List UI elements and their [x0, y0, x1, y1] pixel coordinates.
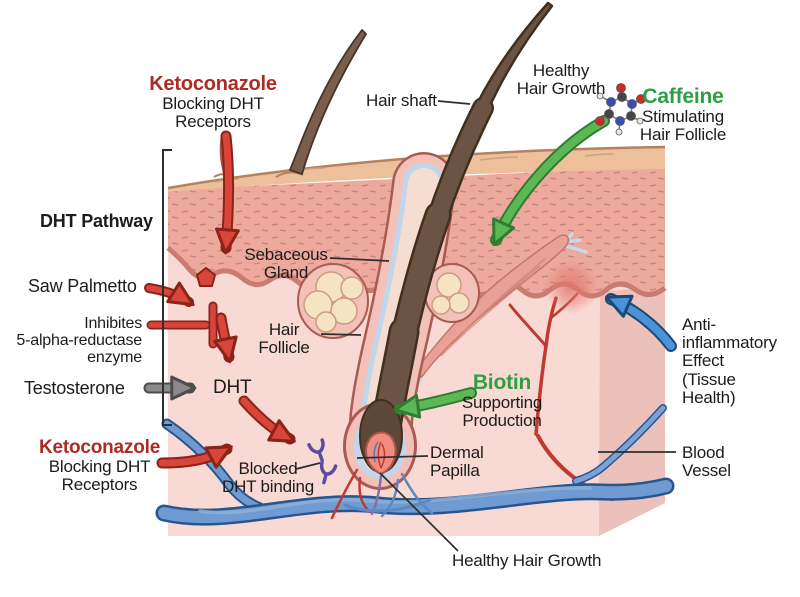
keto-top-arrow	[215, 132, 240, 255]
label-ketoconazole-bottom: Ketoconazole Blocking DHT Receptors	[12, 437, 187, 494]
label-healthy-hair-growth-top: Healthy Hair Growth	[516, 61, 606, 99]
caffeine-molecule-icon	[595, 83, 646, 136]
biotin-title: Biotin	[472, 371, 532, 394]
biotin-arrow	[393, 389, 475, 419]
label-blood-vessel: Blood Vessel	[682, 443, 731, 481]
dht-to-receptor-arrow	[240, 397, 296, 443]
caffeine-title: Caffeine	[642, 85, 724, 108]
label-anti-inflammatory: Anti- inflammatory Effect (Tissue Health…	[682, 315, 777, 407]
label-blocked-dht-binding: Blocked DHT binding	[222, 459, 314, 497]
capillary-network	[330, 468, 434, 520]
label-caffeine: Caffeine Stimulating Hair Follicle	[612, 85, 754, 144]
saw-palmetto-arrow	[146, 281, 195, 307]
label-sebaceous-gland: Sebaceous Gland	[244, 245, 328, 283]
keto-bottom-arrow	[158, 445, 233, 469]
dht-flow-arrow	[213, 314, 238, 364]
label-dht: DHT	[213, 377, 252, 398]
blood-vessel-illustration	[155, 477, 675, 526]
ketoconazole-title: Ketoconazole	[38, 437, 161, 458]
inhibition-t-bar	[146, 301, 218, 349]
caffeine-arrow	[492, 117, 608, 246]
dht-pathway-bracket	[162, 149, 172, 426]
small-blood-vessels	[161, 404, 667, 514]
label-hair-shaft: Hair shaft	[366, 91, 437, 110]
dht-molecule-icon	[196, 267, 216, 287]
label-saw-palmetto: Saw Palmetto	[28, 276, 137, 296]
label-biotin: Biotin Supporting Production	[440, 371, 564, 430]
sebaceous-gland-illustration	[297, 263, 480, 339]
label-healthy-hair-growth-bottom: Healthy Hair Growth	[452, 551, 602, 570]
hair-shaft-illustration	[219, 1, 554, 462]
label-lines	[162, 100, 676, 552]
pathway-arrows	[143, 115, 677, 469]
blocked-receptor-icon	[307, 438, 338, 485]
label-dermal-papilla: Dermal Papilla	[430, 443, 484, 481]
secondary-hair	[289, 29, 367, 175]
inflamed-tissue-spot	[544, 260, 598, 314]
dermal-papilla-illustration	[359, 399, 403, 476]
label-ketoconazole-top: Ketoconazole Blocking DHT Receptors	[118, 73, 308, 131]
label-dht-pathway: DHT Pathway	[40, 211, 153, 231]
label-hair-follicle: Hair Follicle	[258, 320, 310, 358]
label-testosterone: Testosterone	[24, 378, 125, 398]
ketoconazole-title: Ketoconazole	[149, 73, 277, 95]
anti-inflammatory-arrow	[605, 294, 675, 350]
label-inhibits-enzyme: Inhibites 5-alpha-reductase enzyme	[16, 315, 142, 366]
